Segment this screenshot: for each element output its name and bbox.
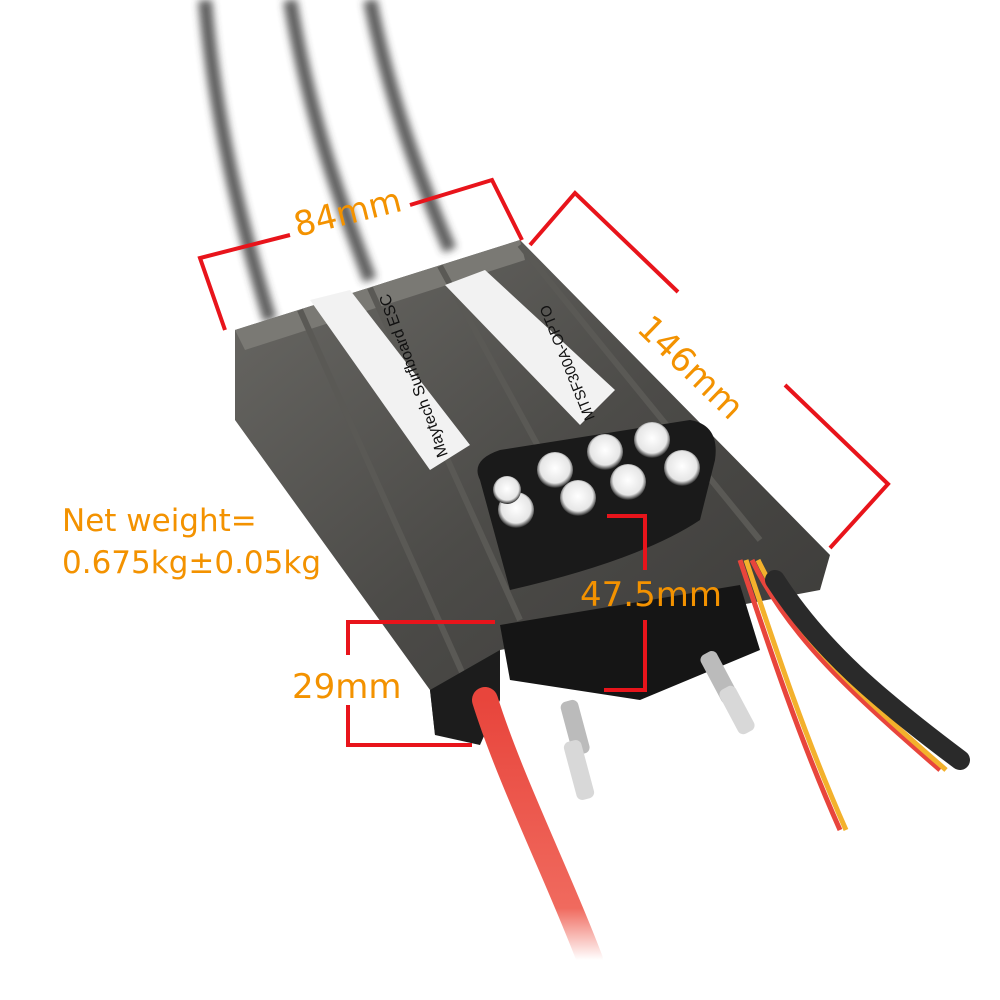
motor-cable-black <box>765 570 970 770</box>
water-inlet-fitting <box>560 699 595 800</box>
net-weight-value: 0.675kg±0.05kg <box>62 545 322 581</box>
water-outlet-fitting <box>700 651 755 735</box>
dimension-height-total-label: 47.5mm <box>580 575 722 615</box>
capacitor-block <box>477 420 760 700</box>
net-weight-annotation: Net weight= 0.675kg±0.05kg <box>62 500 321 584</box>
net-weight-title: Net weight= <box>62 503 257 539</box>
dimension-lines <box>197 177 891 747</box>
signal-wires <box>737 558 948 832</box>
power-wire-red <box>472 687 603 973</box>
dimension-height-body-label: 29mm <box>292 667 402 707</box>
rear-motor-wires <box>198 0 457 323</box>
